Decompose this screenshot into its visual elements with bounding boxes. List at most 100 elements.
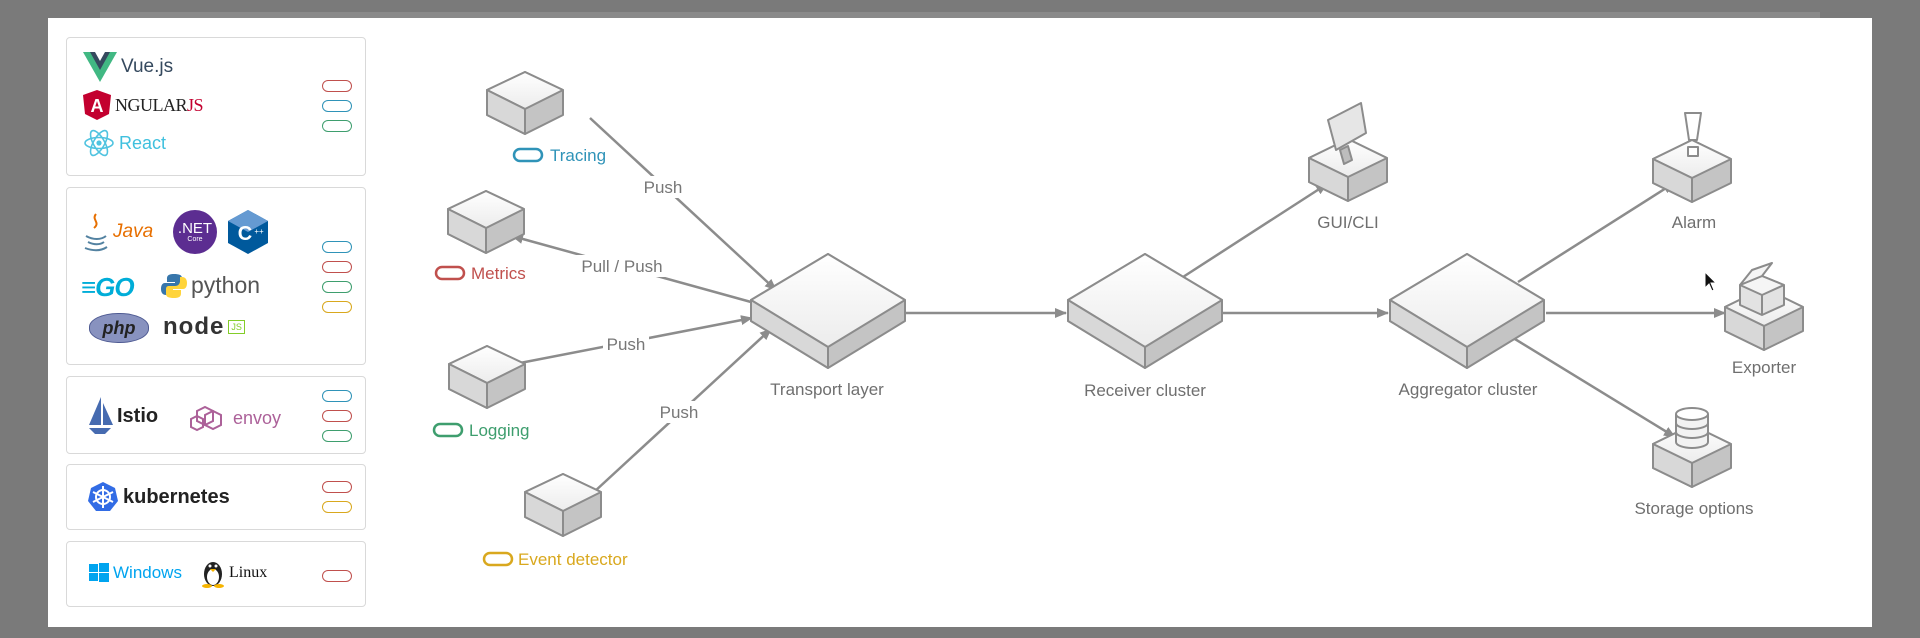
react-logo: React xyxy=(83,128,166,158)
svg-text:A: A xyxy=(91,96,104,116)
logging-pill xyxy=(322,430,352,442)
cpp-label: C xyxy=(238,223,252,245)
transport-layer-node xyxy=(750,253,906,369)
php-logo: php xyxy=(89,313,149,343)
metrics-pill xyxy=(322,410,352,422)
mouse-cursor-icon xyxy=(1704,270,1718,292)
alarm-label: Alarm xyxy=(1672,213,1716,232)
angular-logo: A NGULARJS xyxy=(83,90,204,120)
aggregator-cluster-label: Aggregator cluster xyxy=(1399,380,1538,399)
logging-node xyxy=(448,345,526,409)
java-icon xyxy=(84,213,108,252)
background-strip xyxy=(100,12,1820,18)
dotnet-sub-label: Core xyxy=(187,236,203,243)
edge-label-push-event: Push xyxy=(660,403,699,422)
event-detector-label: Event detector xyxy=(518,550,628,569)
monitor-icon xyxy=(1327,102,1367,151)
tux-icon xyxy=(202,562,224,588)
frontend-panel: Vue.js A NGULARJS React xyxy=(66,37,366,176)
go-label: GO xyxy=(95,272,134,302)
gui-cli-node xyxy=(1308,102,1388,202)
angular-icon: A xyxy=(83,90,111,120)
node-js-badge: JS xyxy=(228,320,245,334)
windows-logo: Windows xyxy=(89,563,182,583)
metrics-label: Metrics xyxy=(471,264,526,283)
logging-label: Logging xyxy=(469,421,530,440)
tracing-pill xyxy=(322,100,352,112)
istio-icon xyxy=(89,397,113,434)
linux-logo: Linux xyxy=(201,558,267,588)
tracing-pill xyxy=(322,390,352,402)
edge-aggregator-alarm xyxy=(1517,181,1675,284)
metrics-pill xyxy=(322,570,352,582)
logging-legend-pill xyxy=(432,422,464,438)
envoy-label: envoy xyxy=(233,407,282,428)
logging-pill xyxy=(322,120,352,132)
python-logo: python xyxy=(161,272,260,299)
java-logo: Java xyxy=(83,212,153,252)
event-detector-node xyxy=(524,473,602,537)
aggregator-cluster-node xyxy=(1389,253,1545,369)
react-label: React xyxy=(119,132,167,153)
storage-options-node xyxy=(1652,407,1732,488)
edge-tracing-transport xyxy=(589,117,777,291)
go-logo: ≡GO xyxy=(81,272,135,302)
box-icon xyxy=(1739,262,1785,316)
python-label: python xyxy=(191,272,261,298)
gui-cli-label: GUI/CLI xyxy=(1317,213,1378,232)
edge-label-push-tracing: Push xyxy=(644,178,683,197)
vue-label: Vue.js xyxy=(121,56,174,77)
tracing-pill xyxy=(322,241,352,253)
event-pill xyxy=(322,501,352,513)
languages-panel: Java .NET Core C++ ≡GO python php node J… xyxy=(66,187,366,365)
node-logo: node JS xyxy=(163,313,245,341)
node-label: node xyxy=(163,313,225,340)
istio-label: Istio xyxy=(117,404,159,427)
tracing-label: Tracing xyxy=(550,146,606,165)
vue-icon xyxy=(83,52,117,82)
alarm-node xyxy=(1652,112,1732,203)
cpp-logo: C++ xyxy=(228,210,268,254)
exclamation-icon xyxy=(1684,112,1702,141)
database-icon xyxy=(1675,407,1709,449)
edge-aggregator-storage xyxy=(1509,334,1676,439)
angular-label: NGULAR xyxy=(115,94,188,115)
metrics-legend-pill xyxy=(434,265,466,281)
metrics-pill xyxy=(322,261,352,273)
kubernetes-logo: kubernetes xyxy=(87,481,230,513)
event-pill xyxy=(322,301,352,313)
react-icon xyxy=(84,129,114,157)
edge-receiver-gui xyxy=(1182,182,1328,279)
storage-options-label: Storage options xyxy=(1634,499,1753,518)
envoy-icon xyxy=(190,405,222,432)
edge-label-pull-push: Pull / Push xyxy=(581,257,662,276)
cpp-icon: C++ xyxy=(228,210,268,254)
envoy-logo: envoy xyxy=(189,403,281,433)
edge-label-push-logging: Push xyxy=(607,335,646,354)
angular-js-label: JS xyxy=(187,94,204,115)
tracing-legend-pill xyxy=(512,147,544,163)
logging-pill xyxy=(322,281,352,293)
receiver-cluster-label: Receiver cluster xyxy=(1084,381,1206,400)
kubernetes-panel: kubernetes xyxy=(66,464,366,530)
exporter-label: Exporter xyxy=(1732,358,1797,377)
metrics-pill xyxy=(322,80,352,92)
event-legend-pill xyxy=(482,551,514,567)
istio-logo: Istio xyxy=(87,397,158,435)
dotnet-logo: .NET Core xyxy=(173,210,217,254)
svg-text:++: ++ xyxy=(254,227,264,236)
receiver-cluster-node xyxy=(1067,253,1223,369)
python-icon xyxy=(161,273,187,298)
transport-layer-label: Transport layer xyxy=(770,380,884,399)
vue-logo: Vue.js xyxy=(83,52,173,82)
service-mesh-panel: Istio envoy xyxy=(66,376,366,454)
php-label: php xyxy=(102,317,136,338)
dotnet-label: .NET xyxy=(177,220,213,237)
kubernetes-label: kubernetes xyxy=(123,485,230,508)
kubernetes-icon xyxy=(88,482,118,511)
java-label: Java xyxy=(113,221,154,242)
metrics-pill xyxy=(322,481,352,493)
windows-label: Windows xyxy=(113,563,182,582)
exporter-node xyxy=(1724,262,1804,351)
